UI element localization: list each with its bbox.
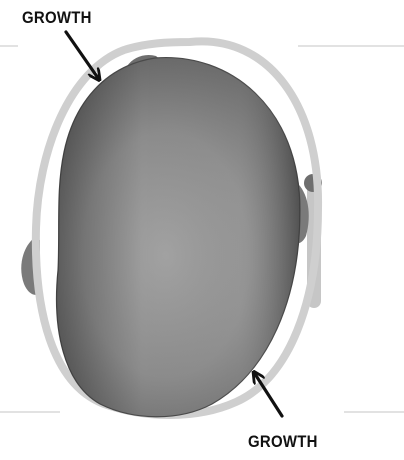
arrow-down-right-icon [66, 32, 98, 78]
head-shading [57, 58, 300, 417]
growth-label-top: GROWTH [22, 8, 92, 28]
growth-label-bottom: GROWTH [248, 432, 318, 452]
